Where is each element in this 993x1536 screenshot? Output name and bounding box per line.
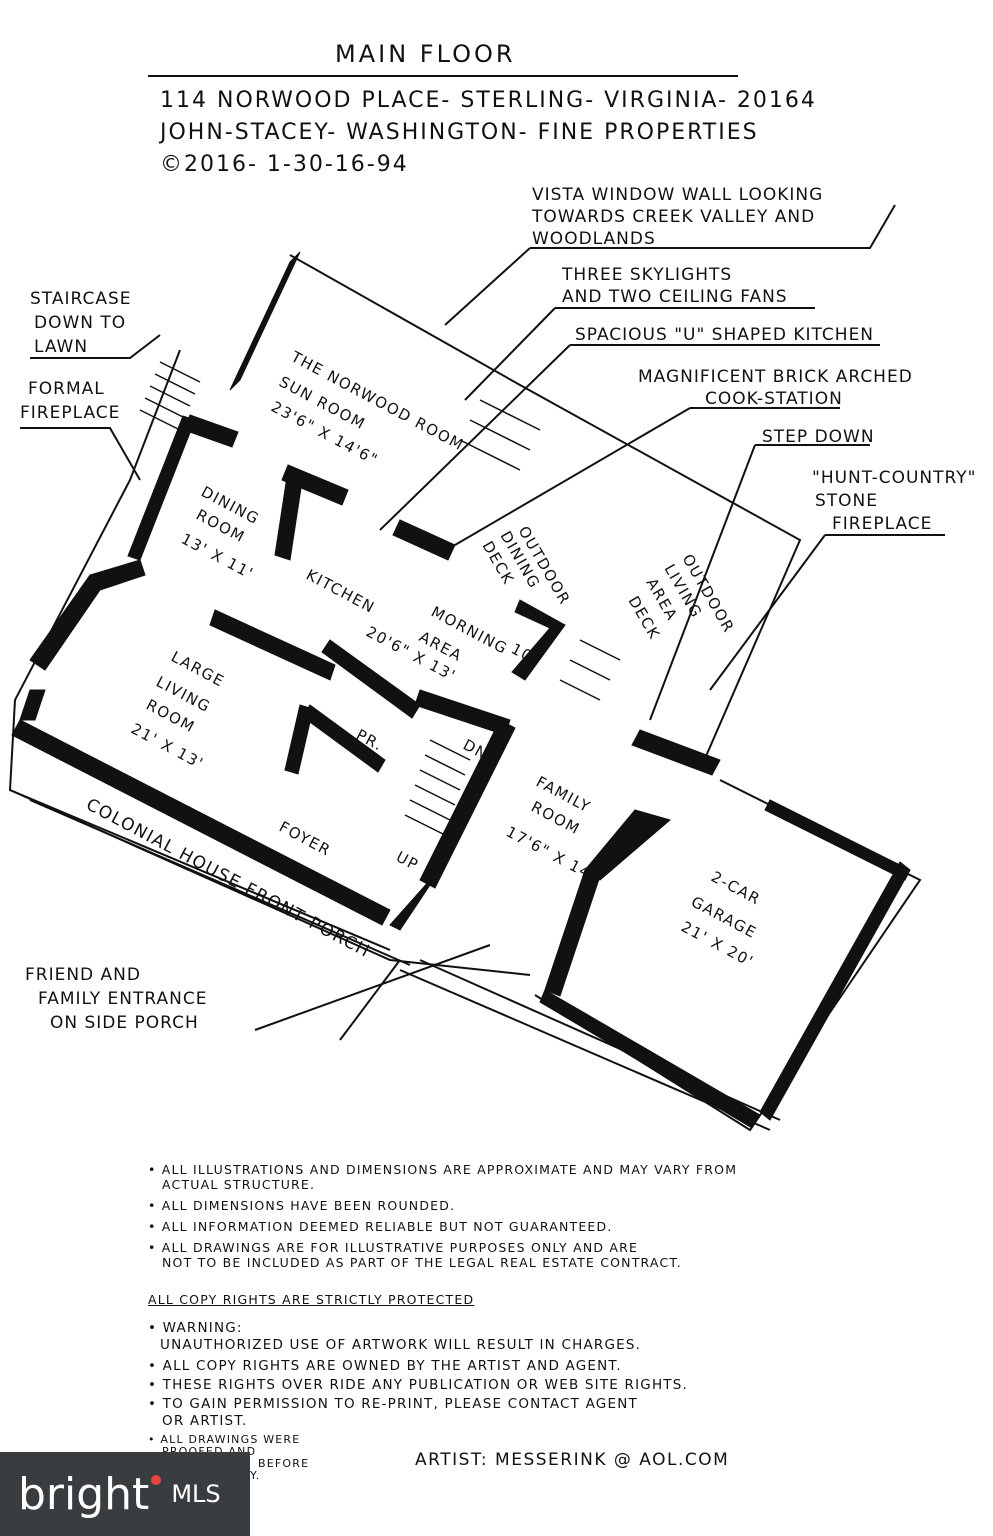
side-outline (8, 349, 391, 951)
mls-logo-text: MLS (171, 1480, 221, 1508)
bright-accent-dot-icon (151, 1475, 162, 1485)
warning-line: • THESE RIGHTS OVER RIDE ANY PUBLICATION… (148, 1377, 688, 1393)
stairs-up-label: UP (393, 848, 422, 875)
artist-credit: ARTIST: MESSERINK @ AOL.COM (415, 1450, 730, 1470)
skylights-leader (464, 307, 556, 401)
vista-callout-2: TOWARDS CREEK VALLEY AND (531, 207, 815, 227)
vista-callout-1: VISTA WINDOW WALL LOOKING (532, 185, 823, 205)
copyright-line: ©2016- 1-30-16-94 (160, 152, 409, 177)
brick-leader (454, 407, 691, 546)
warning-line: • ALL COPY RIGHTS ARE OWNED BY THE ARTIS… (148, 1358, 622, 1374)
hunt-callout-1: "HUNT-COUNTRY" (812, 468, 976, 488)
formal-callout-1: FORMAL (28, 379, 105, 399)
warning-line: • TO GAIN PERMISSION TO RE-PRINT, PLEASE… (148, 1396, 638, 1412)
skylights-callout-2: AND TWO CEILING FANS (562, 287, 788, 307)
kitchen-leader (379, 344, 571, 531)
stair-callout-1: STAIRCASE (30, 289, 132, 309)
warning-line: Y. (250, 1469, 261, 1482)
entrance-callout-3: ON SIDE PORCH (50, 1013, 199, 1033)
note-line: ACTUAL STRUCTURE. (162, 1177, 316, 1192)
front-porch-label: COLONIAL HOUSE FRONT PORCH (83, 795, 374, 962)
vista-leader-arrow (444, 247, 531, 326)
foyer-label: FOYER (276, 818, 334, 860)
warning-line: BEFORE (258, 1457, 310, 1470)
floor-plan-drawing: THE NORWOOD ROOM SUN ROOM 23'6" x 14'6" … (8, 185, 976, 1132)
vista-leader (530, 204, 896, 249)
disclaimer-notes: • ALL ILLUSTRATIONS AND DIMENSIONS ARE A… (148, 1162, 737, 1270)
skylights-callout-1: THREE SKYLIGHTS (561, 265, 732, 285)
step-down-leader (649, 444, 756, 721)
warning-line: UNAUTHORIZED USE OF ARTWORK WILL RESULT … (160, 1337, 642, 1353)
living-room-dimensions: 21' x 13' (128, 720, 207, 773)
kitchen-label: KITCHEN (303, 566, 378, 617)
family-room-dimensions: 17'6" x 14' (503, 823, 599, 885)
note-line: • ALL DRAWINGS ARE FOR ILLUSTRATIVE PURP… (148, 1240, 639, 1255)
warning-line: • ALL DRAWINGS WERE (148, 1433, 301, 1446)
note-line: • ALL ILLUSTRATIONS AND DIMENSIONS ARE A… (148, 1162, 738, 1177)
kitchen-callout: SPACIOUS "U" SHAPED KITCHEN (575, 325, 874, 345)
bright-logo-text: bright (18, 1468, 150, 1520)
hunt-callout-3: FIREPLACE (832, 514, 932, 534)
warning-line: OR ARTIST. (162, 1413, 248, 1429)
hunt-callout-2: STONE (815, 491, 878, 511)
note-line: NOT TO BE INCLUDED AS PART OF THE LEGAL … (162, 1255, 682, 1270)
agent-line: JOHN-STACEY- WASHINGTON- FINE PROPERTIES (160, 120, 759, 145)
brick-callout-2: COOK-STATION (705, 389, 843, 409)
entrance-callout-2: FAMILY ENTRANCE (38, 989, 207, 1009)
stair-callout-3: LAWN (34, 337, 88, 357)
brick-callout-1: MAGNIFICENT BRICK ARCHED (638, 367, 913, 387)
dining-room-dimensions: 13' x 11' (178, 530, 257, 583)
bright-mls-watermark: bright MLS (0, 1452, 250, 1536)
stair-callout-2: DOWN TO (34, 313, 126, 333)
note-line: • ALL DIMENSIONS HAVE BEEN ROUNDED. (148, 1198, 456, 1213)
formal-leader (20, 427, 141, 481)
formal-callout-2: FIREPLACE (20, 403, 120, 423)
address-line: 114 NORWOOD PLACE- STERLING- VIRGINIA- 2… (160, 88, 817, 113)
entrance-callout-1: FRIEND AND (25, 965, 141, 985)
stair-leader (30, 334, 161, 359)
copyright-heading: ALL COPY RIGHTS ARE STRICTLY PROTECTED (148, 1292, 475, 1307)
rear-deck-rail (289, 254, 802, 771)
title-underline (148, 75, 738, 77)
warning-line: • WARNING: (148, 1320, 243, 1336)
page-title: MAIN FLOOR (335, 40, 516, 68)
step-down-callout: STEP DOWN (762, 427, 875, 447)
note-line: • ALL INFORMATION DEEMED RELIABLE BUT NO… (148, 1219, 613, 1234)
entrance-leader (254, 944, 491, 1031)
vista-callout-3: WOODLANDS (532, 229, 656, 249)
